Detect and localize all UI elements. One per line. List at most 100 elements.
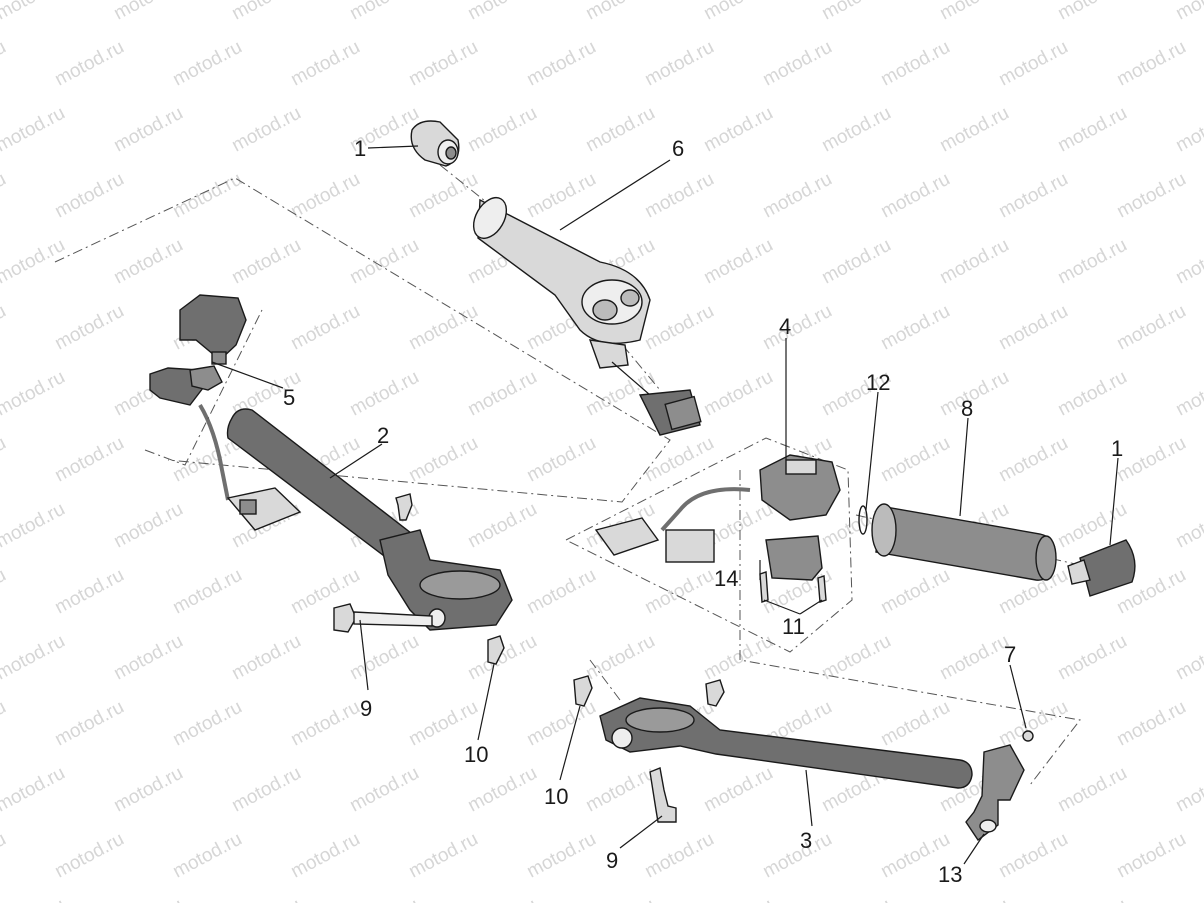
watermark-text: motod.ru [995,433,1071,487]
watermark-text: motod.ru [995,301,1071,355]
watermark-text: motod.ru [228,0,304,24]
watermark-text: motod.ru [936,895,1012,903]
watermark-text: motod.ru [582,0,658,24]
watermark-text: motod.ru [759,301,835,355]
watermark-text: motod.ru [1172,499,1204,553]
watermark-text: motod.ru [464,499,540,553]
watermark-text: motod.ru [0,499,69,553]
watermark-text: motod.ru [700,631,776,685]
callout-13: 13 [938,862,962,887]
watermark-text: motod.ru [700,103,776,157]
watermark-text: motod.ru [1113,697,1189,751]
watermark-text: motod.ru [228,763,304,817]
watermark-text: motod.ru [936,0,1012,24]
hand-grip [871,503,1057,581]
watermark-text: motod.ru [1172,367,1204,421]
watermark-text: motod.ru [1172,631,1204,685]
watermark-text: motod.ru [759,37,835,91]
watermark-text: motod.ru [1054,0,1130,24]
watermark-text: motod.ru [464,0,540,24]
left-switch-housing [144,294,302,531]
screws-11 [759,571,827,603]
watermark-text: motod.ru [1113,433,1189,487]
watermark-text: motod.ru [169,697,245,751]
watermark-text: motod.ru [523,829,599,883]
bar-end-weight-right [1067,539,1136,597]
watermark-text: motod.ru [700,763,776,817]
watermark-text: motod.ru [700,0,776,24]
callout-3: 3 [800,828,812,853]
watermark-text: motod.ru [641,37,717,91]
watermark-text: motod.ru [818,103,894,157]
watermark-text: motod.ru [0,103,69,157]
watermark-text: motod.ru [464,895,540,903]
watermark-text: motod.ru [1172,763,1204,817]
callout-2: 2 [377,423,389,448]
watermark-text: motod.ru [1054,103,1130,157]
watermark-text: motod.ru [287,169,363,223]
watermark-text: motod.ru [405,169,481,223]
watermark-text: motod.ru [110,0,186,24]
watermark-text: motod.ru [346,895,422,903]
watermark-text: motod.ru [51,565,127,619]
watermark-text: motod.ru [464,763,540,817]
watermark-text: motod.ru [228,895,304,903]
watermark-text: motod.ru [51,829,127,883]
right-switch-housing [594,454,841,581]
watermark-text: motod.ru [0,433,10,487]
watermark-text: motod.ru [1054,763,1130,817]
callout-8: 8 [961,396,973,421]
watermark-text: motod.ru [1172,103,1204,157]
watermark-text: motod.ru [110,763,186,817]
watermark-text: motod.ru [0,631,69,685]
watermark-text: motod.ru [287,697,363,751]
watermark-text: motod.ru [818,235,894,289]
callout-4: 4 [779,314,791,339]
watermark-text: motod.ru [995,37,1071,91]
watermark-text: motod.ru [641,829,717,883]
watermark-text: motod.ru [0,565,10,619]
watermark-text: motod.ru [346,763,422,817]
watermark-text: motod.ru [51,697,127,751]
watermark-text: motod.ru [110,631,186,685]
watermark-text: motod.ru [0,895,69,903]
watermark-text: motod.ru [523,433,599,487]
watermark-text: motod.ru [228,103,304,157]
watermark-text: motod.ru [700,235,776,289]
watermark-text: motod.ru [877,697,953,751]
watermark-text: motod.ru [405,37,481,91]
callout-14: 14 [714,566,738,591]
watermark-text: motod.ru [877,433,953,487]
watermark-text: motod.ru [523,37,599,91]
watermark-text: motod.ru [582,631,658,685]
watermark-text: motod.ru [51,37,127,91]
watermark-text: motod.ru [0,235,69,289]
watermark-text: motod.ru [1113,829,1189,883]
watermark-text: motod.ru [877,169,953,223]
watermark-text: motod.ru [1113,301,1189,355]
watermark-text: motod.ru [346,367,422,421]
watermark-text: motod.ru [405,433,481,487]
watermark-text: motod.ru [936,235,1012,289]
watermark-text: motod.ru [818,0,894,24]
watermark-text: motod.ru [1172,235,1204,289]
callout-10-right: 10 [544,784,568,809]
watermark-text: motod.ru [641,301,717,355]
screw-10-right [573,675,725,707]
watermark-text: motod.ru [110,235,186,289]
watermark-text: motod.ru [1172,895,1204,903]
watermark-text: motod.ru [641,433,717,487]
watermark-text: motod.ru [346,235,422,289]
watermark-text: motod.ru [169,565,245,619]
watermark-text: motod.ru [936,103,1012,157]
screw-10-left [487,635,505,665]
callout-10-left: 10 [464,742,488,767]
watermark-text: motod.ru [0,0,69,24]
watermark-text: motod.ru [0,763,69,817]
watermark-text: motod.ru [464,103,540,157]
bolt-9-right [649,767,677,823]
watermark-text: motod.ru [936,631,1012,685]
watermark-text: motod.ru [1054,235,1130,289]
watermark-text: motod.ru [110,499,186,553]
watermark-text: motod.ru [287,829,363,883]
